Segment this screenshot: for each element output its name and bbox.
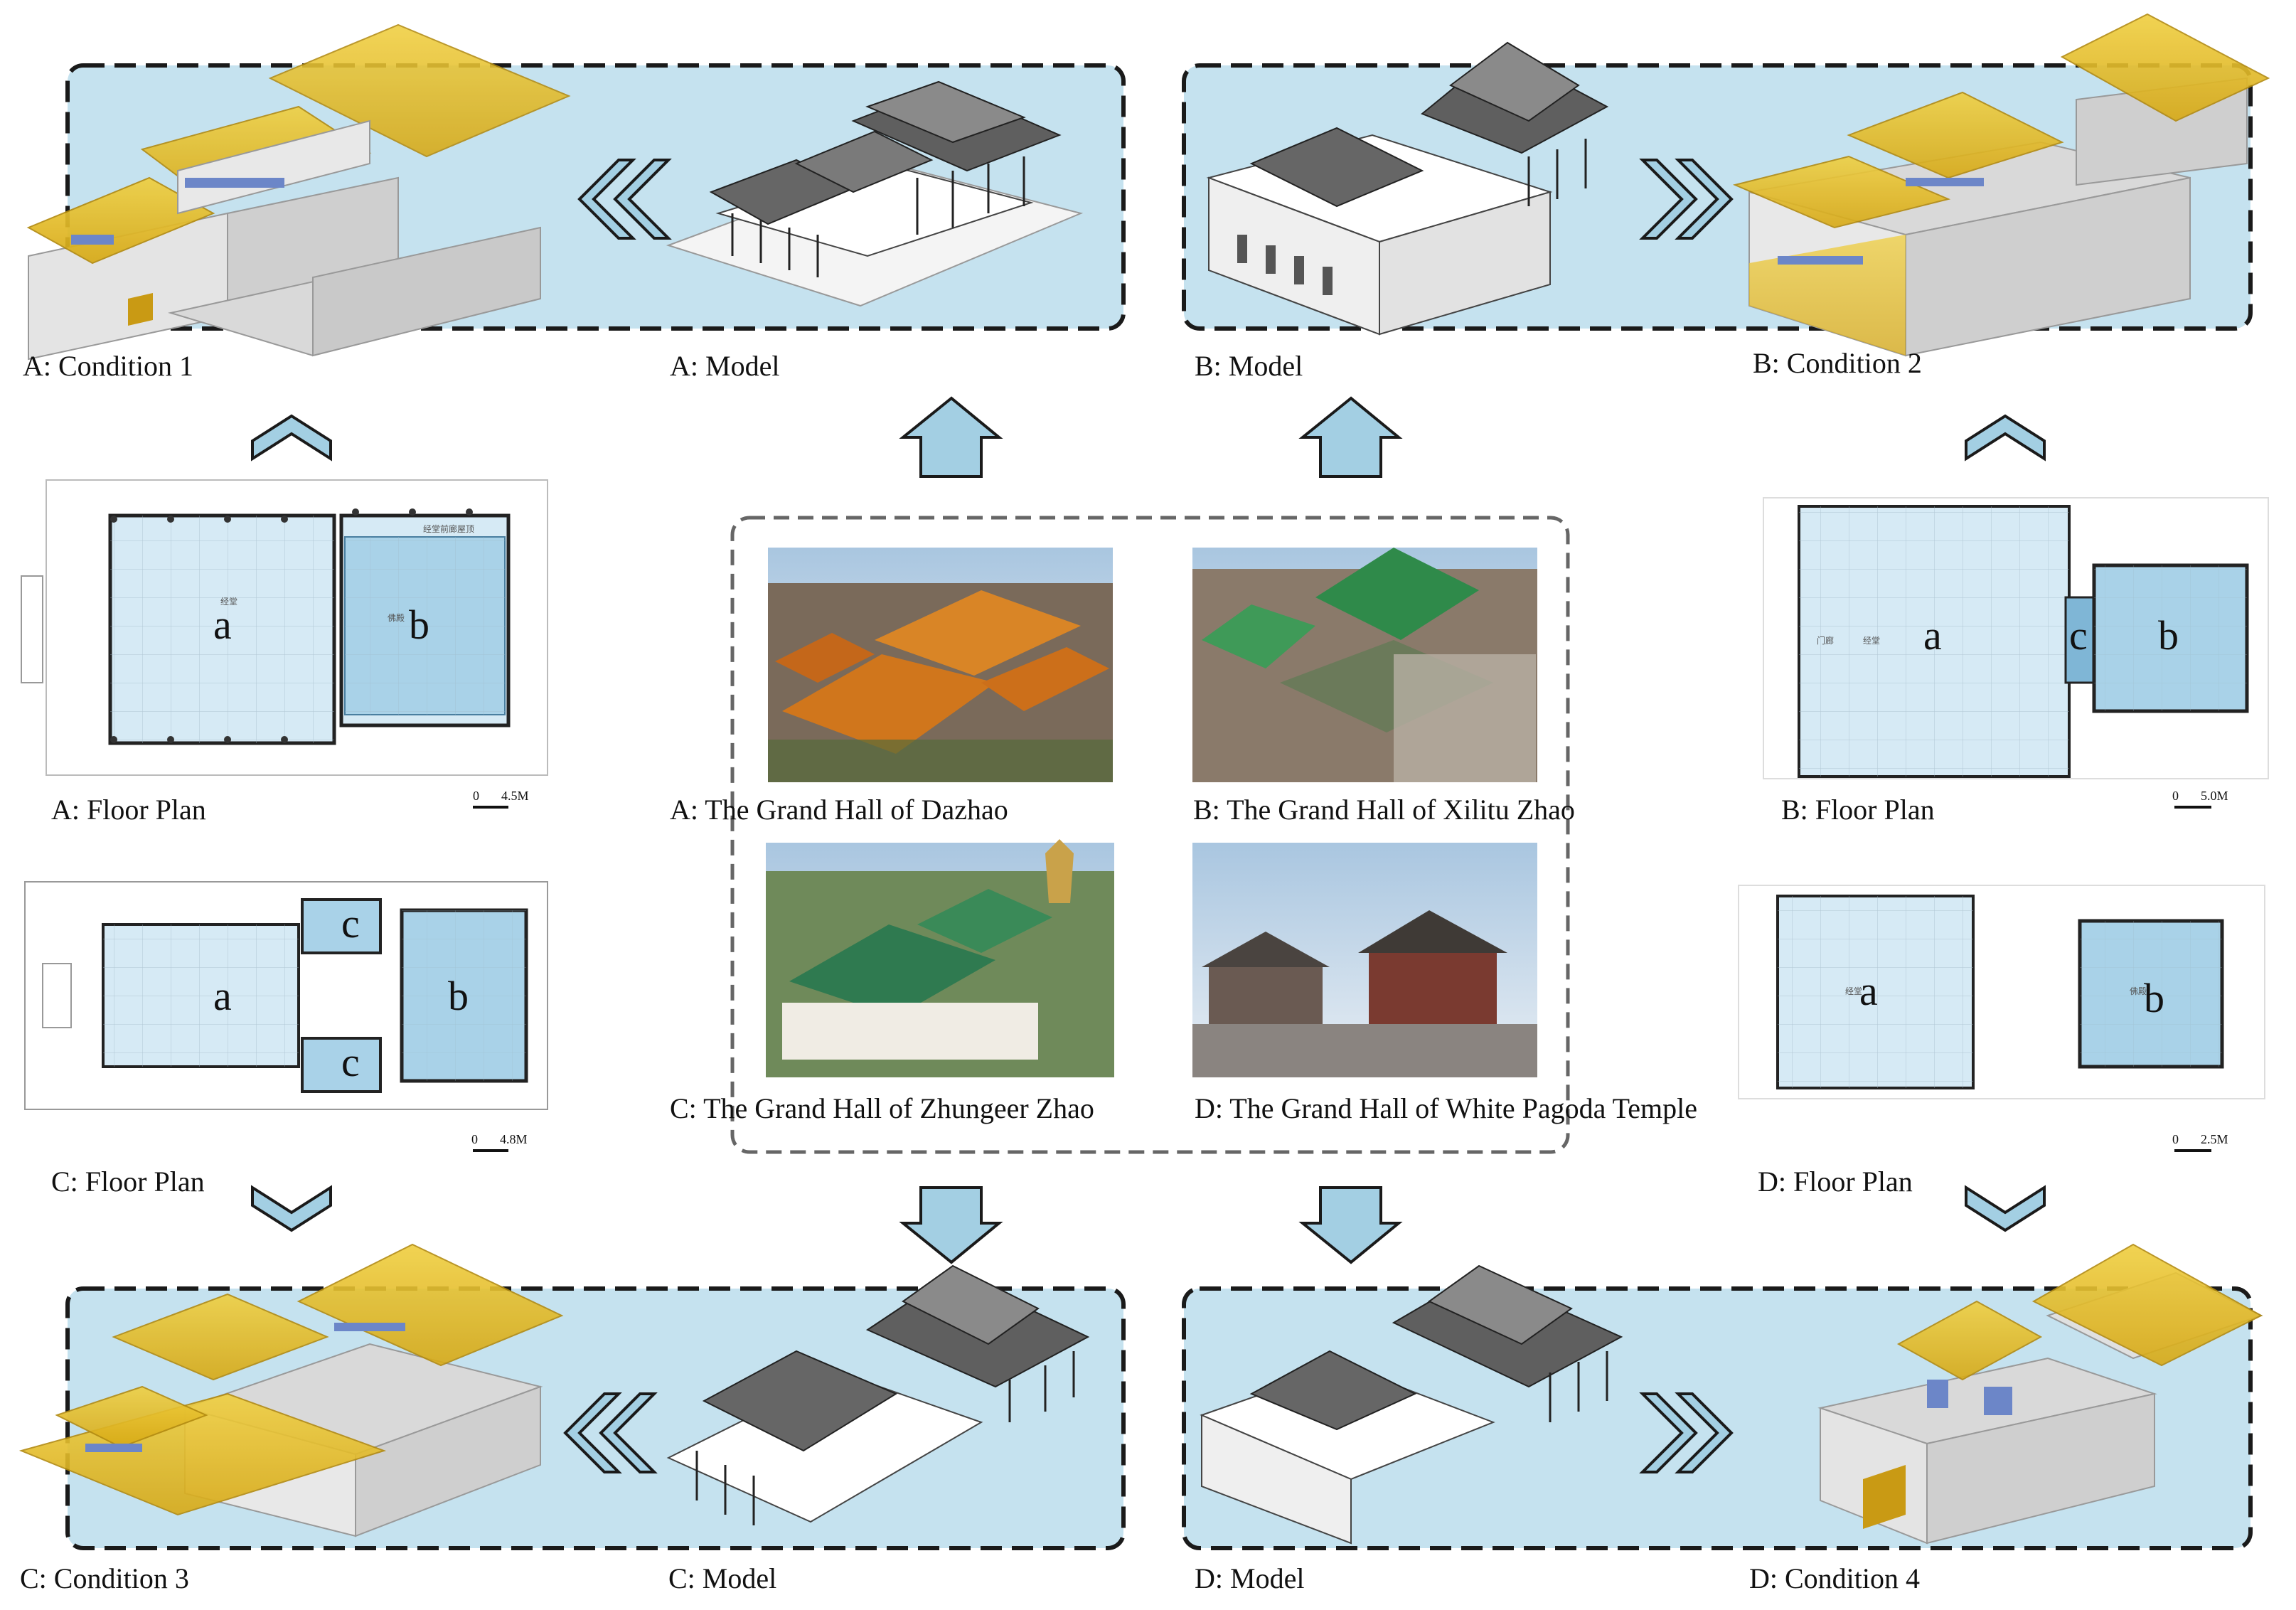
condition-3-massing (18, 1243, 564, 1537)
label-condition-3: C: Condition 3 (20, 1562, 189, 1594)
caption-photo-c: C: The Grand Hall of Zhungeer Zhao (670, 1092, 1094, 1124)
zone-c-top-label: c (341, 900, 360, 947)
chevron-down-icon (1965, 1185, 2046, 1232)
model-b (1206, 41, 1609, 336)
label-condition-2: B: Condition 2 (1753, 347, 1922, 379)
scale-zero: 0 (473, 789, 479, 803)
room-label-buddha: 佛殿 (388, 613, 405, 623)
zone-b-label: b (409, 602, 429, 648)
block-arrow-up-icon (899, 396, 1003, 478)
floor-plan-b: 门廊 经堂 a c b 0 5.0M (1763, 497, 2269, 809)
caption-photo-b: B: The Grand Hall of Xilitu Zhao (1193, 794, 1575, 826)
condition-1-massing (26, 23, 571, 361)
double-chevron-right-icon (1639, 1392, 1734, 1473)
caption-floor-plan-d: D: Floor Plan (1758, 1166, 1913, 1198)
zone-b-label: b (2144, 975, 2164, 1021)
model-c (666, 1264, 1090, 1525)
model-a (666, 80, 1084, 307)
label-model-a: A: Model (670, 350, 779, 382)
floor-plan-d: 经堂 佛殿 a b 0 2.5M (1738, 885, 2265, 1152)
label-condition-1: A: Condition 1 (23, 350, 193, 382)
scale-zero: 0 (2172, 789, 2179, 803)
block-arrow-down-icon (1298, 1186, 1403, 1264)
scale-zero: 0 (471, 1132, 478, 1146)
zone-a-label: a (1923, 612, 1942, 659)
room-label-buddha: 佛殿 (2130, 986, 2147, 996)
double-chevron-left-icon (577, 159, 672, 240)
photo-dazhao (768, 548, 1113, 782)
label-condition-4: D: Condition 4 (1749, 1562, 1920, 1594)
caption-floor-plan-a: A: Floor Plan (51, 794, 206, 826)
chevron-down-icon (251, 1185, 332, 1232)
chevron-up-icon (251, 414, 332, 462)
scale-value: 4.5M (501, 789, 529, 803)
room-label-porch-roof: 经堂前廊屋顶 (423, 523, 474, 534)
label-model-d: D: Model (1195, 1562, 1304, 1594)
zone-b-label: b (448, 973, 469, 1019)
zone-c-label: c (2069, 612, 2088, 659)
zone-b-label: b (2158, 612, 2179, 659)
scale-value: 5.0M (2201, 789, 2228, 803)
caption-photo-a: A: The Grand Hall of Dazhao (670, 794, 1008, 826)
room-label-porch: 门廊 (1817, 635, 1834, 646)
block-arrow-up-icon (1298, 396, 1403, 478)
scale-value: 2.5M (2201, 1132, 2228, 1146)
photo-xilitu (1192, 548, 1537, 782)
photo-group-frame (730, 516, 1570, 1154)
caption-photo-d: D: The Grand Hall of White Pagoda Temple (1195, 1092, 1697, 1124)
double-chevron-right-icon (1639, 159, 1734, 240)
room-label-hall: 经堂 (1863, 636, 1880, 646)
zone-c-bottom-label: c (341, 1039, 360, 1085)
photo-zhungeer (766, 839, 1114, 1077)
label-model-b: B: Model (1195, 350, 1303, 382)
scale-zero: 0 (2172, 1132, 2179, 1146)
caption-floor-plan-b: B: Floor Plan (1781, 794, 1935, 826)
label-model-c: C: Model (668, 1562, 776, 1594)
zone-a-label: a (213, 602, 232, 648)
zone-a-label: a (1859, 968, 1878, 1014)
caption-floor-plan-c: C: Floor Plan (51, 1166, 205, 1198)
chevron-up-icon (1965, 414, 2046, 462)
block-arrow-down-icon (899, 1186, 1003, 1264)
room-label-hall: 经堂 (1845, 986, 1862, 996)
photo-white-pagoda (1192, 843, 1537, 1077)
floor-plan-a: 经堂 佛殿 经堂前廊屋顶 a b 0 4.5M (21, 479, 548, 809)
condition-2-massing (1732, 13, 2270, 357)
zone-a-label: a (213, 973, 232, 1019)
room-label-hall: 经堂 (220, 597, 237, 607)
scale-value: 4.8M (500, 1132, 528, 1146)
model-d (1200, 1264, 1623, 1545)
double-chevron-left-icon (563, 1392, 658, 1473)
condition-4-massing (1817, 1243, 2263, 1545)
floor-plan-c: a b c c 0 4.8M (24, 881, 548, 1152)
